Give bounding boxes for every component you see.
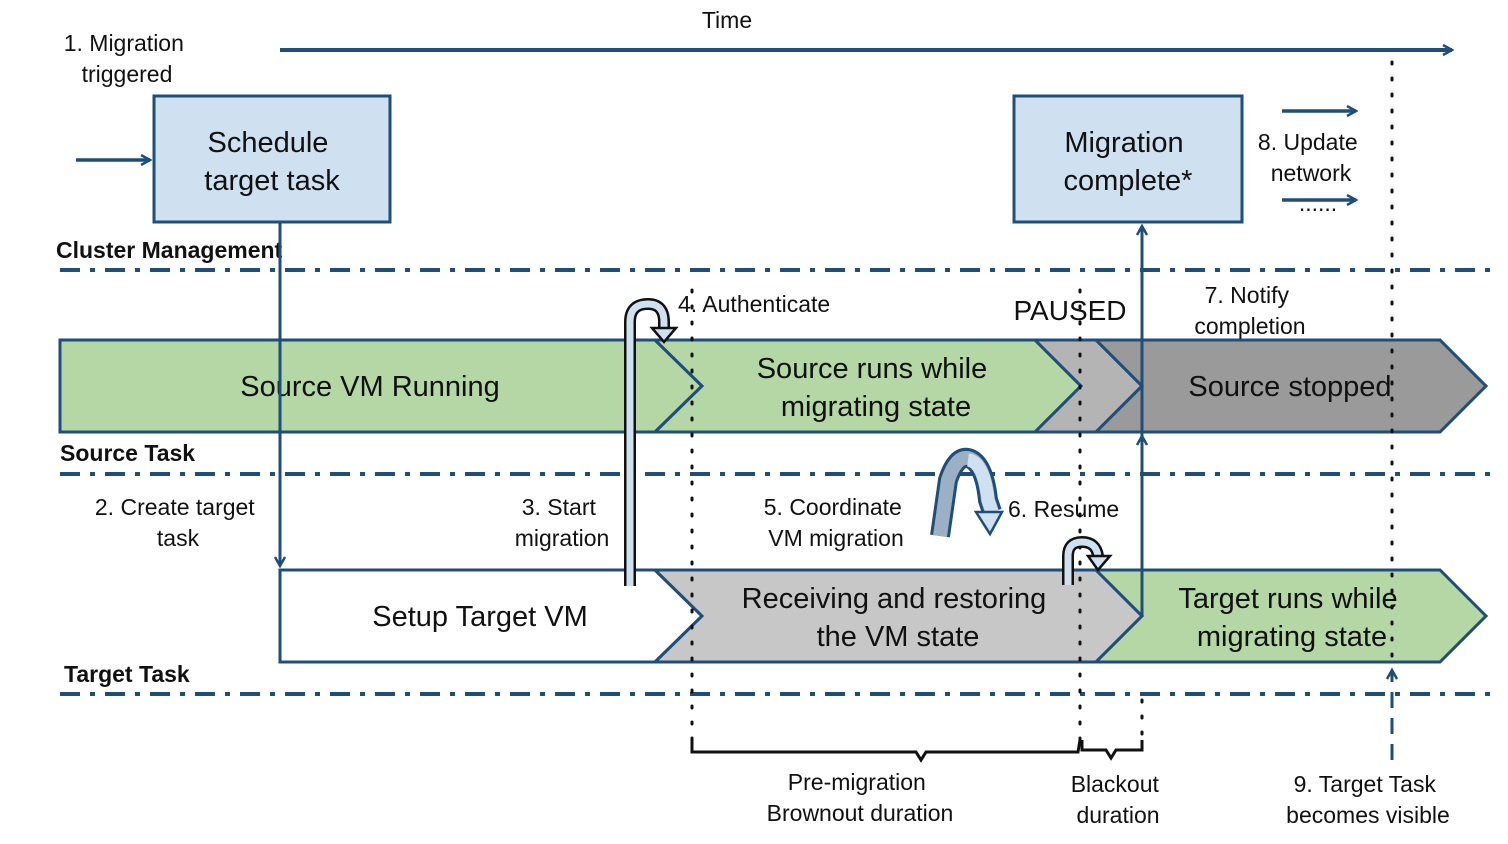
coordinate-arrow-icon: [930, 447, 1005, 538]
update-network-dots: ......: [1299, 190, 1337, 216]
svg-text:Setup Target VM: Setup Target VM: [372, 601, 587, 633]
svg-text:Target runs while migra: Target runs while migrating state: [1178, 583, 1405, 653]
source-phase-stopped: Source stopped: [1092, 338, 1489, 434]
lane-label-cluster: Cluster Management: [56, 237, 283, 263]
step-9-label: 9. Target Task becomes visible: [1286, 771, 1450, 828]
target-phase-running: Target runs while migrating state: [1092, 568, 1489, 664]
time-axis-label: Time: [702, 7, 752, 33]
svg-text:Migration complete*: Migration complete*: [1064, 127, 1193, 197]
blackout-duration-label: Blackout duration: [1071, 771, 1166, 828]
svg-text:Source stopped: Source stopped: [1188, 371, 1391, 403]
svg-text:Receiving and restoring: Receiving and restoring the VM state: [742, 583, 1055, 653]
target-phase-setup: Setup Target VM: [278, 568, 705, 664]
start-migration-arrow-icon: [624, 297, 679, 586]
brownout-duration-label: Pre-migration Brownout duration: [767, 769, 954, 826]
step-8-label: 8. Update network: [1258, 129, 1364, 186]
step-5-label: 5. Coordinate VM migration: [764, 494, 908, 551]
resume-arrow-icon: [1062, 535, 1113, 585]
step-7-label: 7. Notify completion: [1194, 282, 1305, 339]
step-4-label: 4. Authenticate: [678, 291, 830, 317]
source-phase-running: Source VM Running: [58, 338, 705, 434]
step-6-label: 6. Resume: [1008, 496, 1119, 522]
svg-text:Source VM Running: Source VM Running: [240, 371, 500, 403]
blackout-brace: [1080, 740, 1144, 761]
paused-label: PAUSED: [1013, 295, 1126, 326]
lane-label-source: Source Task: [60, 440, 195, 466]
svg-text:Source runs while migrat: Source runs while migrating state: [757, 353, 996, 423]
source-phase-migrating: Source runs while migrating state: [651, 338, 1084, 434]
migration-complete-box: Migration complete*: [1012, 94, 1244, 224]
step-1-label: 1. Migration triggered: [64, 30, 191, 87]
schedule-target-task-box: Schedule target task: [152, 94, 392, 224]
brownout-brace: [690, 739, 1082, 763]
step-3-label: 3. Start migration: [515, 494, 610, 551]
lane-label-target: Target Task: [64, 661, 190, 687]
svg-text:Schedule target task: Schedule target task: [204, 127, 340, 197]
step-2-label: 2. Create target task: [95, 494, 261, 551]
